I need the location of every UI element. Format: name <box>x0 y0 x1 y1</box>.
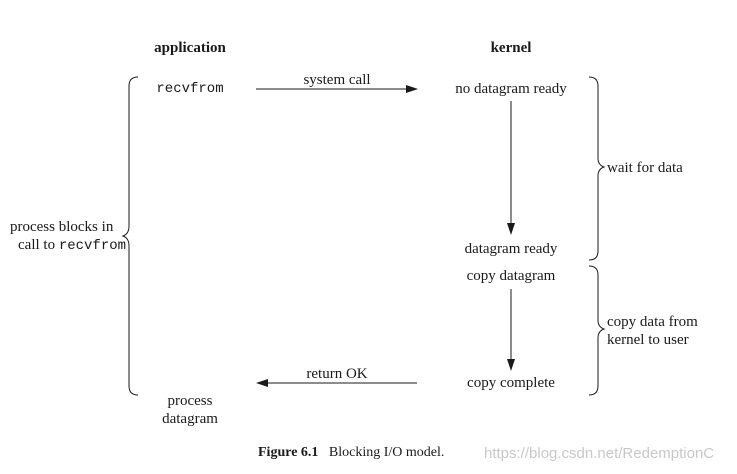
copy-datagram-label: copy datagram <box>466 268 556 284</box>
wait-brace <box>588 76 606 261</box>
process-blocks-line1: process blocks in <box>10 219 114 235</box>
return-ok-label: return OK <box>306 366 368 382</box>
datagram-ready-label: datagram ready <box>464 241 558 257</box>
figure-title: Blocking I/O model. <box>328 445 445 460</box>
no-datagram-ready-label: no datagram ready <box>455 81 567 97</box>
copy-data-line2: kernel to user <box>607 332 689 348</box>
wait-for-data-label: wait for data <box>607 160 683 176</box>
application-header: application <box>154 40 226 56</box>
call-to-text: call to <box>18 237 56 253</box>
process-datagram-line1: process <box>167 393 213 409</box>
copy-data-line1: copy data from <box>607 314 698 330</box>
figure-caption: Figure 6.1 Blocking I/O model. <box>258 444 444 462</box>
kernel-header: kernel <box>490 40 532 56</box>
process-blocks-line2: call to recvfrom <box>18 236 126 255</box>
figure-number: Figure 6.1 <box>258 445 319 460</box>
recvfrom-call-label: recvfrom <box>156 81 224 97</box>
left-brace <box>121 76 139 396</box>
copy-brace <box>588 265 606 396</box>
system-call-label: system call <box>303 72 371 88</box>
watermark-text: https://blog.csdn.net/RedemptionC <box>484 445 715 462</box>
process-datagram-line2: datagram <box>162 411 218 427</box>
copy-complete-label: copy complete <box>467 375 555 391</box>
recvfrom-code: recvfrom <box>58 238 127 254</box>
